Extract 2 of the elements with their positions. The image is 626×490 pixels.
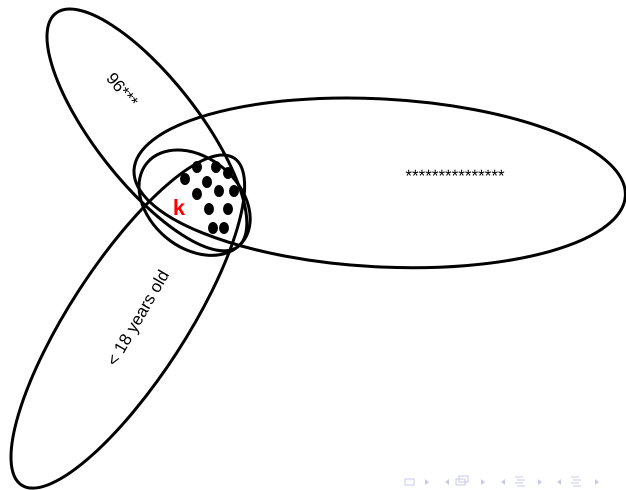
set-label: ***************	[405, 167, 505, 184]
set-label: k	[172, 196, 186, 219]
